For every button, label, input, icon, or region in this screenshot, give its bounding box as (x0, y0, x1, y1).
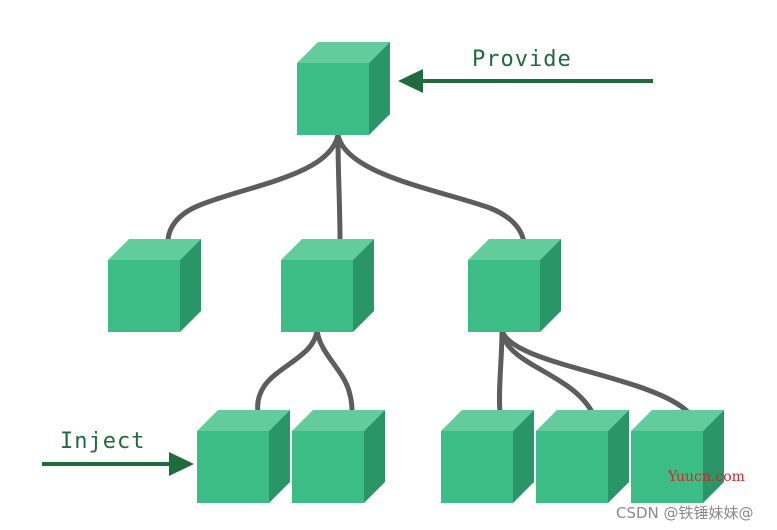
grandchild-3-side-face (513, 410, 534, 503)
grandchild-1-side-face (269, 410, 290, 503)
child-middle-side-face (353, 239, 374, 332)
connector-middle-gc1 (255, 327, 320, 415)
connector-right-gc3 (496, 327, 505, 415)
grandchild-4-front-face (536, 431, 608, 503)
root-node (297, 42, 390, 135)
connector-root-right (335, 132, 527, 245)
grandchild-5-top-face (631, 410, 724, 431)
grandchild-1-top-face (197, 410, 290, 431)
inject-annotation: Inject (42, 429, 194, 476)
arrow-right-icon (169, 452, 194, 476)
watermark-site: Yuucn.com (667, 469, 745, 485)
connector-root-left (165, 132, 341, 245)
root-node-side-face (369, 42, 390, 135)
inject-label: Inject (60, 429, 145, 454)
child-left-top-face (108, 239, 201, 260)
child-right-top-face (468, 239, 561, 260)
child-left (108, 239, 201, 332)
grandchild-3 (441, 410, 534, 503)
connector-middle-gc2 (314, 327, 355, 415)
provide-label: Provide (472, 47, 572, 72)
watermark-credit: CSDN @铁锤妹妹@ (616, 504, 754, 522)
root-node-top-face (297, 42, 390, 63)
grandchild-3-top-face (441, 410, 534, 431)
grandchild-1-front-face (197, 431, 269, 503)
watermark: Yuucn.com CSDN @铁锤妹妹@ (616, 469, 754, 522)
grandchild-1 (197, 410, 290, 503)
root-node-front-face (297, 63, 369, 135)
child-right-front-face (468, 260, 540, 332)
grandchild-5-front-face (631, 431, 703, 503)
connector-root-middle (335, 132, 343, 245)
connectors (165, 132, 691, 415)
grandchild-2-side-face (364, 410, 385, 503)
grandchild-5-side-face (703, 410, 724, 503)
grandchild-4 (536, 410, 629, 503)
grandchild-4-side-face (608, 410, 629, 503)
connector-right-gc4 (499, 327, 595, 415)
child-middle-front-face (281, 260, 353, 332)
arrow-left-icon (398, 69, 423, 93)
child-middle (281, 239, 374, 332)
child-left-side-face (180, 239, 201, 332)
child-middle-top-face (281, 239, 374, 260)
child-right-side-face (540, 239, 561, 332)
grandchild-2-front-face (292, 431, 364, 503)
connector-right-gc5 (499, 327, 691, 415)
grandchild-4-top-face (536, 410, 629, 431)
child-left-front-face (108, 260, 180, 332)
provide-annotation: Provide (398, 47, 653, 93)
grandchild-2 (292, 410, 385, 503)
grandchild-2-top-face (292, 410, 385, 431)
grandchild-3-front-face (441, 431, 513, 503)
child-right (468, 239, 561, 332)
grandchild-5 (631, 410, 724, 503)
